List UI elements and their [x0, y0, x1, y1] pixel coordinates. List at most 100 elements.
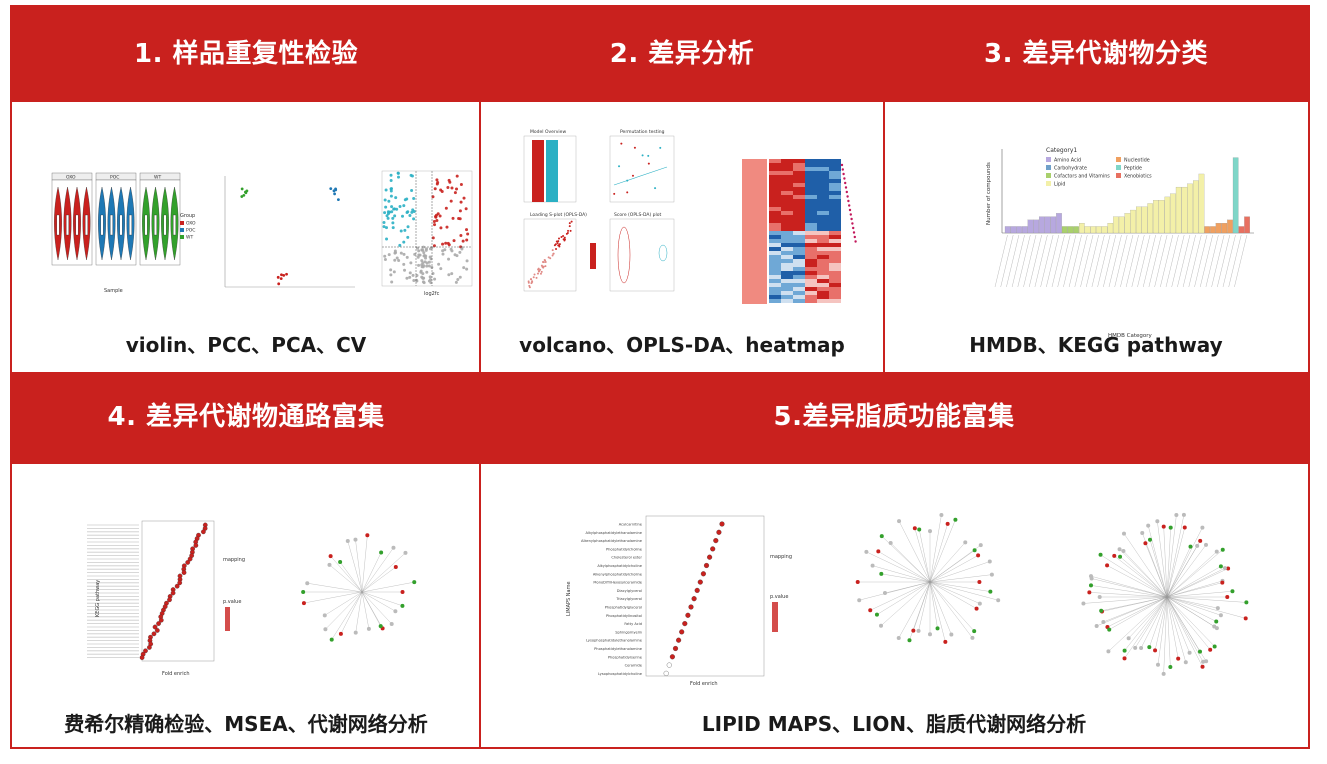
hmdb-bar	[1044, 216, 1051, 234]
heatmap-cell	[769, 279, 781, 283]
hmdb-legend-label: Carbohydrate	[1054, 166, 1087, 172]
heatmap-cell	[805, 179, 817, 183]
network-edge	[1123, 533, 1168, 598]
lion-node	[868, 608, 873, 613]
hmdb-legend-label: Amino Acid	[1054, 158, 1081, 164]
network-edge	[1166, 580, 1223, 598]
heatmap-cell	[805, 191, 817, 195]
volcano-point	[452, 239, 456, 243]
network-edge	[870, 581, 931, 611]
volcano-point	[383, 198, 387, 202]
hmdb-bar	[1198, 173, 1205, 234]
heatmap-cell	[781, 283, 793, 287]
heatmap-cell	[817, 255, 829, 259]
model-overview-bar-2	[546, 140, 558, 202]
heatmap-cell	[781, 279, 793, 283]
volcano-point	[392, 207, 396, 211]
heatmap-cell	[769, 267, 781, 271]
heatmap-cell	[781, 287, 793, 291]
volcano-point	[449, 199, 453, 203]
lion-node	[870, 563, 875, 568]
volcano-point	[382, 225, 386, 229]
lipid-dot	[710, 546, 716, 552]
lipid-network-node	[1225, 595, 1230, 599]
heatmap-cell	[769, 291, 781, 295]
network-edge	[1166, 527, 1185, 598]
kegg-dot	[156, 621, 161, 626]
network-edge	[1166, 596, 1247, 603]
heatmap-cell	[817, 235, 829, 239]
network-edge	[361, 591, 370, 629]
lipid-category-label: Phosphatidylethanolamine	[594, 647, 643, 651]
hmdb-bar	[1232, 157, 1239, 234]
permutation-point	[620, 142, 623, 145]
heatmap-cell	[781, 263, 793, 267]
permutation-point	[647, 162, 650, 165]
heatmap-cell	[829, 287, 841, 291]
volcano-point	[417, 263, 421, 267]
hmdb-bar	[1033, 219, 1040, 234]
pcc-scatter-plot	[224, 176, 355, 288]
heatmap-cell	[781, 191, 793, 195]
lipid-network-node	[1214, 626, 1219, 631]
heatmap-cell	[817, 259, 829, 263]
volcano-point	[410, 210, 414, 214]
volcano-point	[427, 279, 431, 283]
divider-1	[479, 102, 481, 372]
violin-panel-label: POC	[110, 175, 119, 181]
lion-node	[888, 540, 893, 545]
splot-point	[557, 240, 560, 243]
volcano-point	[382, 221, 386, 225]
heatmap-cell	[805, 247, 817, 251]
lipid-network-node	[1140, 530, 1145, 535]
heatmap-cell	[805, 239, 817, 243]
lipid-network-node	[1218, 613, 1223, 618]
hmdb-legend-label: Cofactors and Vitamins	[1054, 174, 1110, 180]
network-edge	[1166, 566, 1221, 598]
hmdb-bar-chart: Category1 Amino AcidCarbohydrateCofactor…	[986, 147, 1254, 339]
heatmap-cell	[817, 287, 829, 291]
network-edge	[1166, 596, 1246, 619]
volcano-point	[395, 207, 399, 211]
volcano-point	[383, 211, 387, 215]
lipid-network-node	[1174, 513, 1179, 518]
volcano-point	[399, 229, 403, 233]
heatmap-cell	[769, 175, 781, 179]
lipid-category-label: Alkenylphosphatidylethanolamine	[581, 539, 643, 543]
hmdb-bar	[1141, 206, 1148, 234]
lipid-network-node	[1200, 664, 1205, 669]
heatmap-cell	[793, 251, 805, 255]
splot-point	[555, 248, 558, 251]
splot-point	[558, 243, 561, 246]
heatmap-lollipop	[852, 226, 855, 230]
network-edge	[1166, 527, 1171, 598]
volcano-point	[435, 182, 439, 186]
lipid-dot	[719, 521, 725, 527]
network-edge	[866, 551, 931, 583]
network-edge	[1166, 596, 1201, 652]
kegg-dot	[170, 590, 176, 596]
heatmap-cell	[805, 227, 817, 231]
heatmap-cell	[805, 291, 817, 295]
volcano-point	[439, 226, 443, 230]
volcano-point	[394, 196, 398, 200]
volcano-plot: log2fc	[381, 170, 473, 297]
hmdb-bar	[1164, 196, 1171, 234]
heatmap-lollipop	[852, 231, 856, 234]
network-node	[412, 580, 417, 585]
violin-legend-swatch	[180, 235, 184, 239]
heatmap-cell	[769, 191, 781, 195]
network-node	[393, 609, 398, 614]
heatmap-cell	[817, 283, 829, 287]
lion-node	[972, 629, 977, 634]
hmdb-bar	[1170, 193, 1176, 234]
kegg-dot	[139, 655, 145, 660]
volcano-point	[389, 179, 393, 183]
heatmap-cell	[829, 235, 841, 239]
hmdb-bar	[1096, 226, 1102, 234]
heatmap-cell	[817, 291, 829, 295]
hmdb-bar	[1027, 219, 1034, 234]
heatmap-cell	[781, 203, 793, 207]
heatmap-lollipop	[850, 217, 853, 221]
volcano-point	[460, 247, 464, 251]
